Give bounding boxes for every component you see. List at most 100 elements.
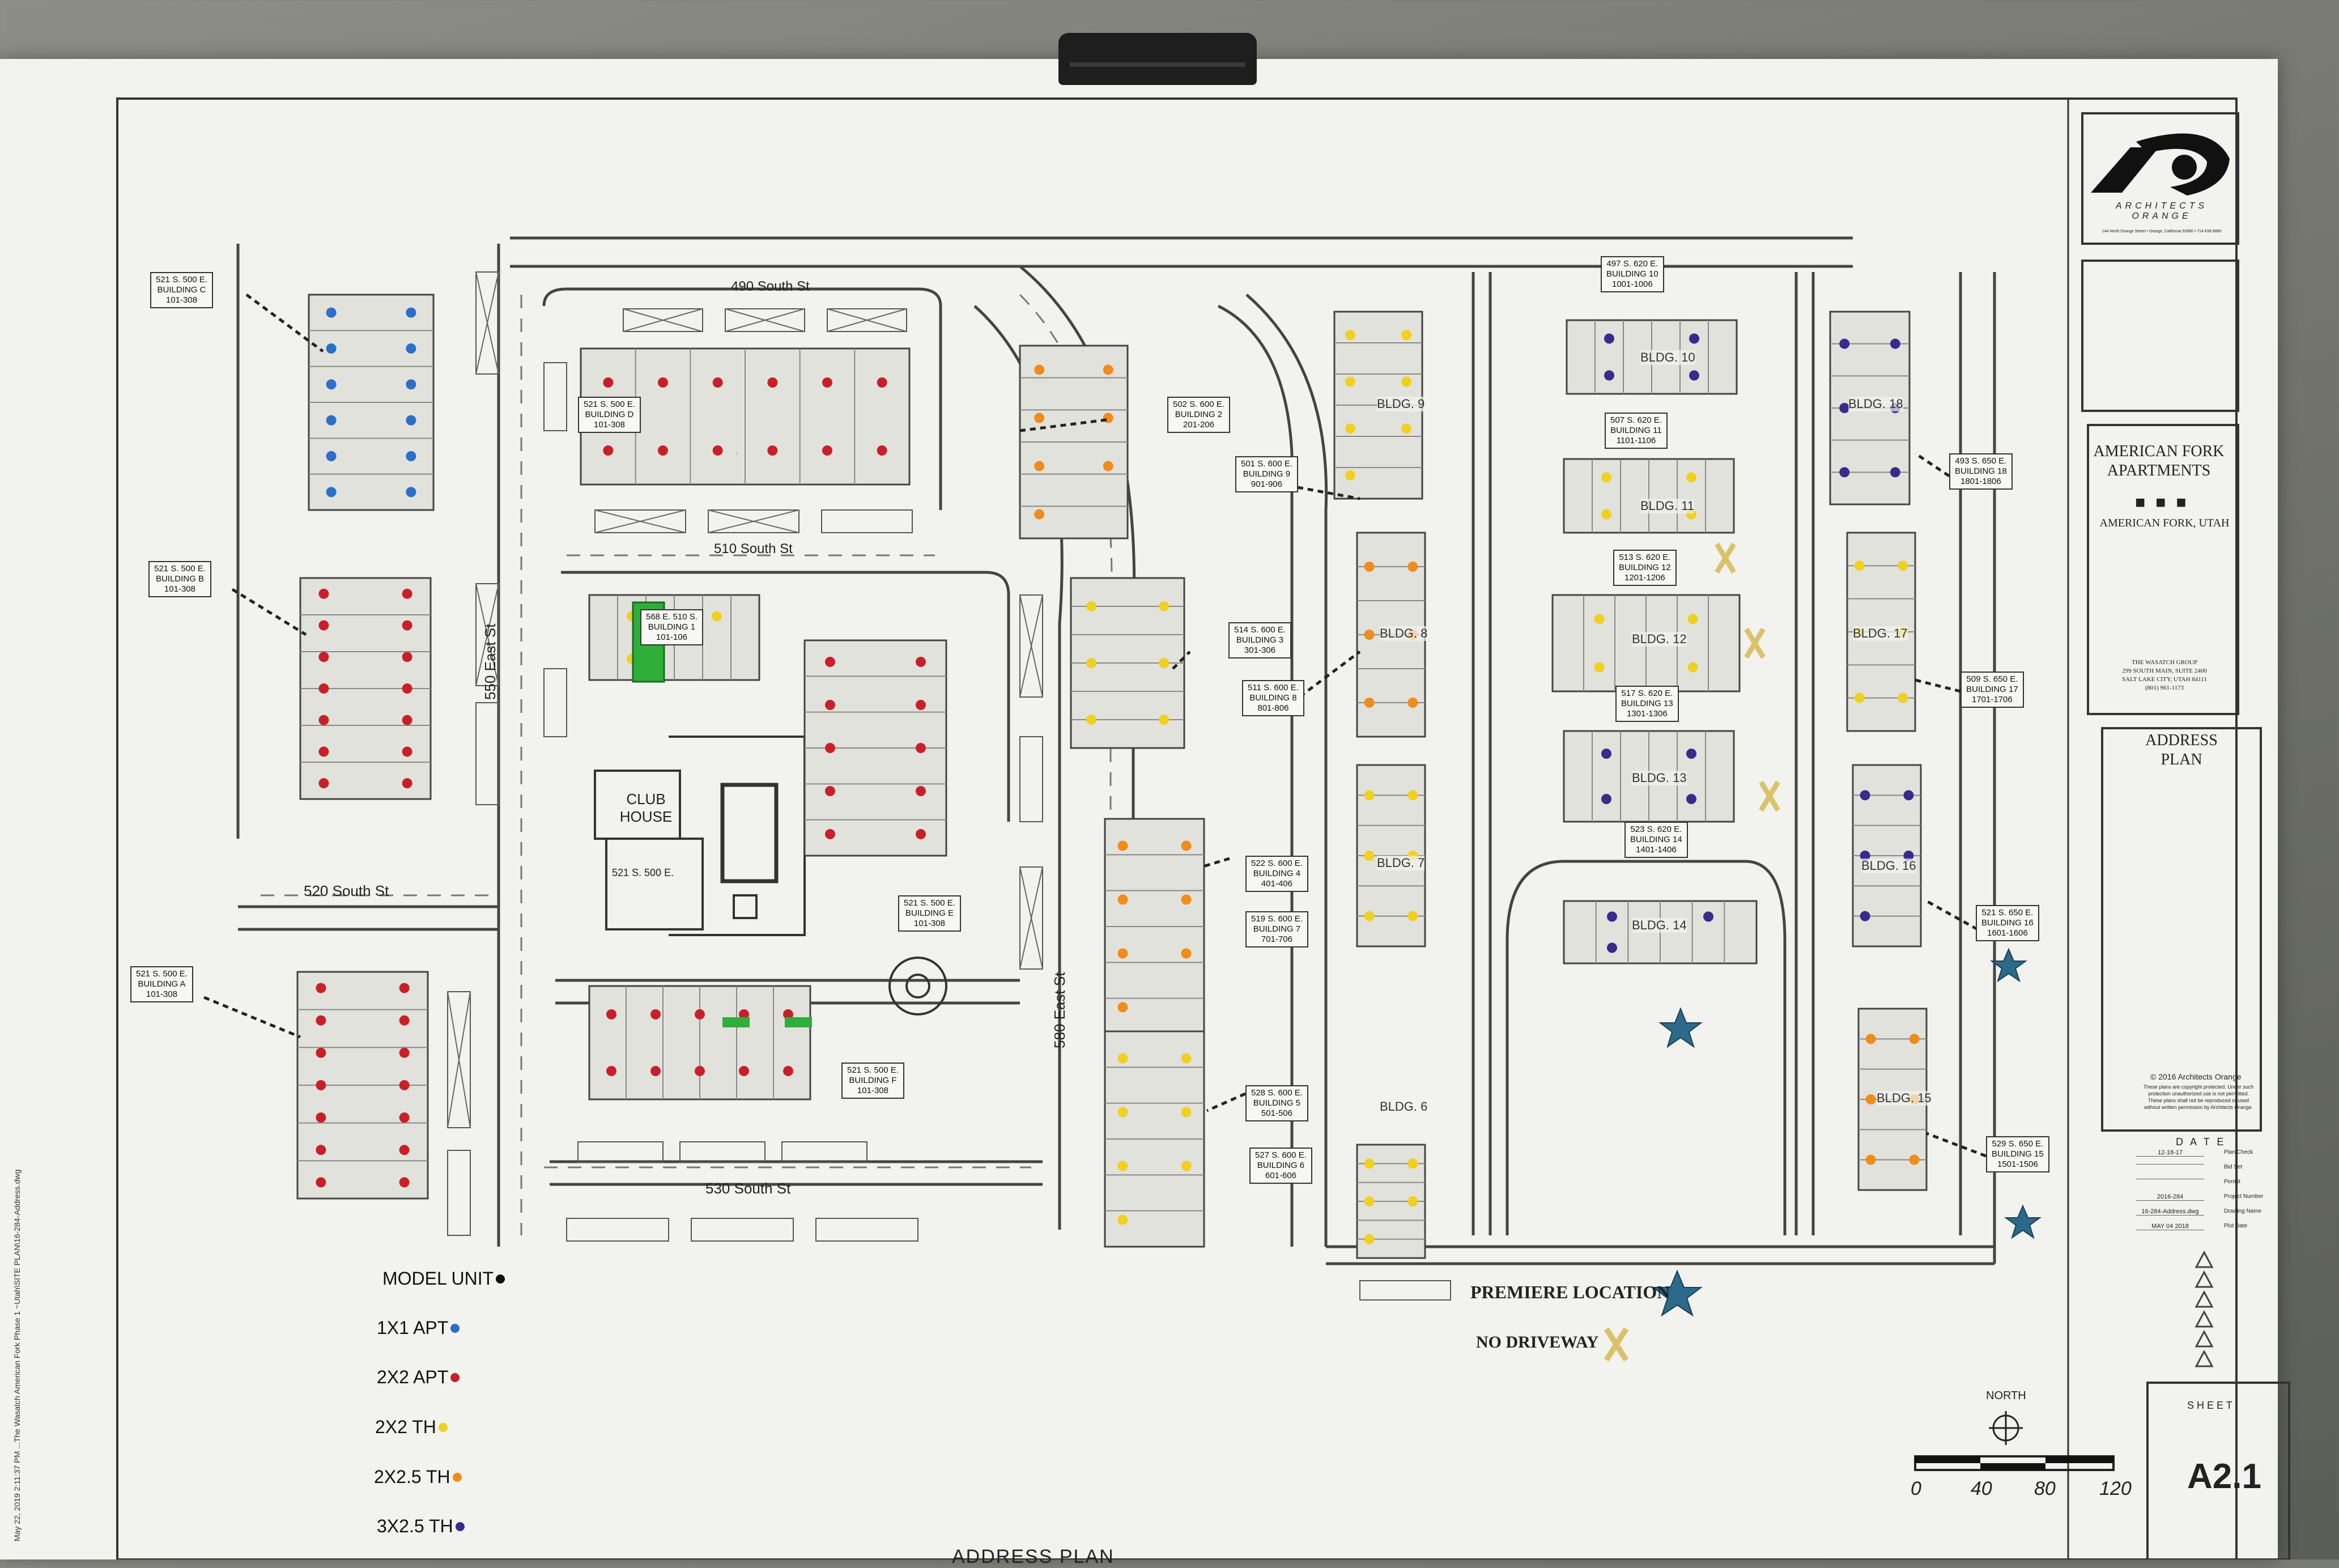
unit-pin [402,620,412,631]
date-label: Plan Check [2224,1149,2253,1155]
date-value: MAY 04 2018 [2136,1223,2204,1230]
unit-pin [1607,911,1617,922]
unit-pin [399,1080,410,1090]
leader-lines [203,293,1987,1158]
unit-pin [1345,376,1355,387]
building-label-units: 401-406 [1261,879,1292,889]
legend-dot-icon [452,1472,462,1482]
unit-pin [1594,614,1605,624]
building-label-name: BUILDING 5 [1253,1098,1301,1108]
date-value: 16-284-Address.dwg [2136,1208,2204,1216]
unit-pin [916,829,926,839]
street-490-south: 490 South St [731,279,810,294]
date-header: D A T E [2176,1136,2226,1148]
street-520-south: 520 South St [304,882,389,899]
bldg-tag: BLDG. 8 [1380,626,1428,641]
unit-pin [1181,894,1192,905]
unit-pin [767,445,778,456]
unit-pin [402,715,412,725]
date-value [2136,1164,2204,1165]
unit-pin [650,1009,661,1019]
legend-dot-icon [450,1323,460,1333]
unit-pin [1860,851,1870,861]
unit-pin [1345,470,1355,481]
project-dots: ■■■ [2135,493,2197,512]
building-label-name: BUILDING 8 [1249,693,1297,703]
legend-label: 2X2 TH [375,1417,436,1437]
scale-tick: 120 [2099,1478,2132,1499]
legend-no-driveway: NO DRIVEWAY [1476,1333,1599,1352]
unit-pin [316,1015,326,1026]
building-label-name: BUILDING 16 [1981,918,2034,928]
building-label-name: BUILDING 15 [1992,1149,2044,1159]
building-label-addr: 514 S. 600 E. [1234,625,1286,635]
unit-pin [1159,601,1169,611]
legend-dot-icon [450,1372,460,1382]
building-label-units: 101-106 [656,632,687,642]
unit-pin [1407,1158,1418,1169]
building-label-name: BUILDING 9 [1243,469,1291,479]
building-label-units: 101-308 [913,919,945,928]
building-label-name: BUILDING 1 [648,622,696,632]
bldg-tag: BLDG. 10 [1640,350,1695,365]
unit-pin [783,1009,793,1019]
unit-pin [658,377,668,388]
unit-pin [1159,715,1169,725]
sheet-number: A2.1 [2187,1457,2261,1496]
building-label-name: BUILDING 10 [1606,269,1658,279]
bottom-title: ADDRESS PLAN [952,1546,1115,1567]
legend-label: 2X2.5 TH [374,1467,450,1487]
unit-pin [822,377,832,388]
unit-pin [326,487,337,498]
bldg-tag: BLDG. 12 [1632,632,1687,647]
bldg-tag: BLDG. 13 [1632,771,1687,785]
unit-pin [1909,1034,1920,1044]
date-value: 2016-284 [2136,1193,2204,1201]
legend-label: 3X2.5 TH [377,1516,453,1536]
unit-pin [1364,698,1375,708]
date-label: Drawing Name [2224,1208,2262,1214]
unit-pin [1401,330,1412,341]
legend-item: 1X1 APT [377,1318,460,1338]
bldg-tag: BLDG. 17 [1853,626,1908,641]
building-label-name: BUILDING 3 [1236,635,1284,645]
bldg-tag: BLDG. 9 [1377,397,1425,411]
north-label: NORTH [1986,1389,2026,1402]
building-label-units: 101-308 [146,989,177,999]
unit-pin [877,445,887,456]
unit-pin [1364,1196,1375,1206]
sheet-label: S H E E T [2187,1400,2232,1411]
building-label-name: BUILDING 7 [1253,924,1301,934]
street-510-south: 510 South St [714,541,793,556]
unit-pin [316,1177,326,1188]
unit-pin [606,1066,616,1076]
building-label-name: BUILDING 14 [1630,835,1682,844]
unit-pin [1364,851,1375,861]
unit-pin [1909,1154,1920,1165]
unit-pin [1839,403,1850,413]
unit-pin [1898,692,1908,703]
unit-pin [406,415,416,426]
project-city: AMERICAN FORK, UTAH [2099,517,2230,529]
unit-pin [316,983,326,993]
unit-pin [318,715,329,725]
unit-pin [1086,715,1096,725]
unit-pin [1703,911,1713,922]
building-label-addr: 493 S. 650 E. [1955,456,2007,466]
building-label-addr: 523 S. 620 E. [1630,825,1682,834]
unit-pin [658,445,668,456]
unit-pin [1898,560,1908,571]
board-clip [1058,33,1257,85]
legend-premiere-location: PREMIERE LOCATION [1470,1282,1670,1302]
building-label-units: 501-506 [1261,1108,1292,1118]
